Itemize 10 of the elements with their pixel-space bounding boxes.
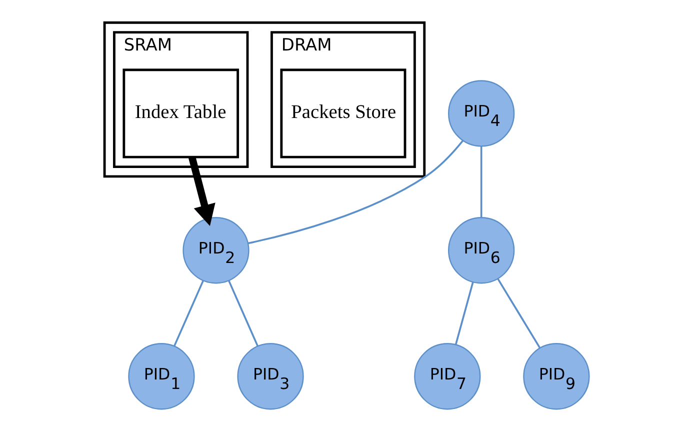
connector <box>480 146 482 218</box>
node-box: Packets Store <box>280 68 406 158</box>
node-box: Index Table <box>122 68 240 158</box>
cluster <box>103 21 426 178</box>
connector <box>454 282 474 345</box>
connector <box>497 278 541 348</box>
arrow <box>188 156 216 226</box>
connector <box>248 140 464 244</box>
connector <box>174 280 204 346</box>
connector <box>228 280 258 346</box>
